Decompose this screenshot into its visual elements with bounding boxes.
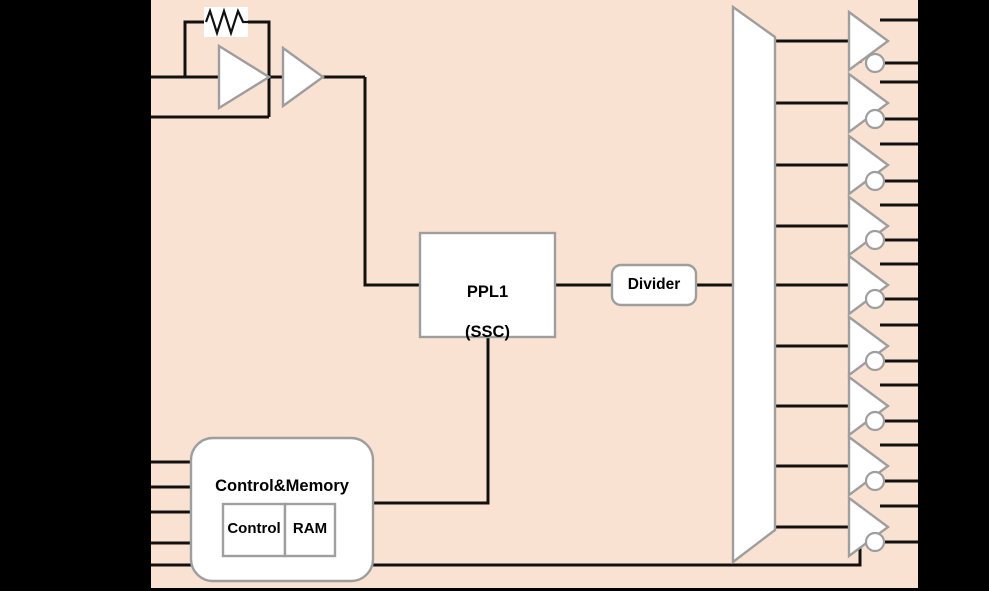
output-buffer-bubble-1: [864, 52, 886, 74]
output-buffer-bubble-8: [864, 470, 886, 492]
osc-to-pll-wire: [363, 77, 420, 287]
output-buffer-bubble-4: [864, 229, 886, 251]
output-buffer-bubble-7: [864, 410, 886, 432]
output-buffer-7[interactable]: [847, 374, 891, 438]
divider-block[interactable]: [610, 263, 698, 307]
output-buffer-2[interactable]: [847, 71, 891, 135]
output-buffer-8[interactable]: [847, 434, 891, 498]
control-to-pll-wire: [373, 337, 490, 505]
osc-feedback-wire-left: [183, 20, 206, 77]
ram-sub-block[interactable]: [283, 502, 337, 558]
output-buffer-bubble-6: [864, 350, 886, 372]
pll-block[interactable]: [418, 231, 557, 339]
output-buffer-4[interactable]: [847, 194, 891, 258]
output-buffer-1[interactable]: [847, 9, 891, 74]
output-buffer-bubble-3: [864, 170, 886, 192]
output-buffer-3[interactable]: [847, 133, 891, 197]
osc-feedback-wire-right: [245, 20, 271, 117]
osc-inverting-amp-icon[interactable]: [217, 43, 272, 111]
control-sub-block[interactable]: [221, 502, 287, 558]
output-buffer-bubble-2: [864, 108, 886, 130]
resistor-icon[interactable]: [204, 7, 248, 37]
output-buffer-bubble-5: [864, 288, 886, 310]
shape-layer: [189, 4, 891, 583]
diagram-canvas: PPL1 (SSC) Divider Control&Memory Contro…: [151, 0, 918, 588]
output-buffer-bubble-9: [864, 531, 886, 553]
output-buffer-6[interactable]: [847, 314, 891, 378]
output-buffer-9[interactable]: [847, 495, 891, 559]
output-mux-block[interactable]: [731, 4, 777, 565]
osc-output-buffer-icon[interactable]: [281, 45, 326, 109]
output-buffer-5[interactable]: [847, 253, 891, 317]
wire-layer: [151, 18, 918, 567]
